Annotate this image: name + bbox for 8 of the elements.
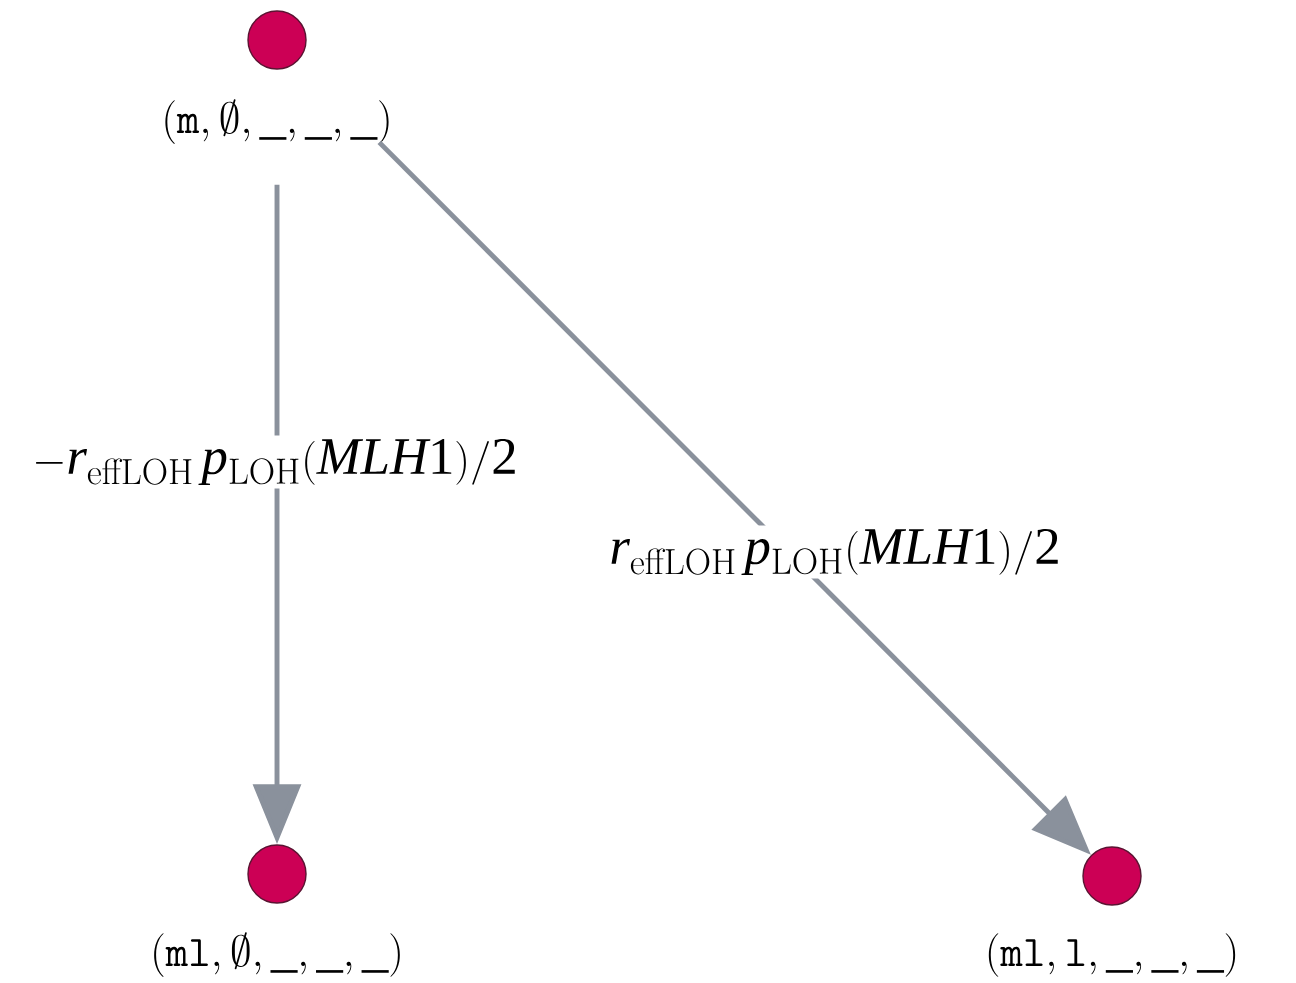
state-node: $(\mathtt{ml}, \emptyset, \_, \_, \_)$ (154, 844, 400, 977)
state-node: $(\mathtt{m}, \emptyset, \_, \_, \_)$ (165, 10, 389, 144)
edge-label: $r_{\mathrm{effLOH}}\, p_{\mathrm{LOH}}(MLH1)/2$ (605, 525, 1065, 579)
state-node: $(\mathtt{ml}, \mathtt{l}, \_, \_, \_)$ (988, 846, 1236, 977)
edge-label: $-r_{\mathrm{effLOH}}\, p_{\mathrm{LOH}}(MLH1)/2$ (28, 435, 522, 489)
node-label: $(\mathtt{m}, \emptyset, \_, \_, \_)$ (165, 99, 389, 144)
node-label: $(\mathtt{ml}, \mathtt{l}, \_, \_, \_)$ (988, 933, 1236, 977)
node-label: $(\mathtt{ml}, \emptyset, \_, \_, \_)$ (154, 932, 400, 977)
